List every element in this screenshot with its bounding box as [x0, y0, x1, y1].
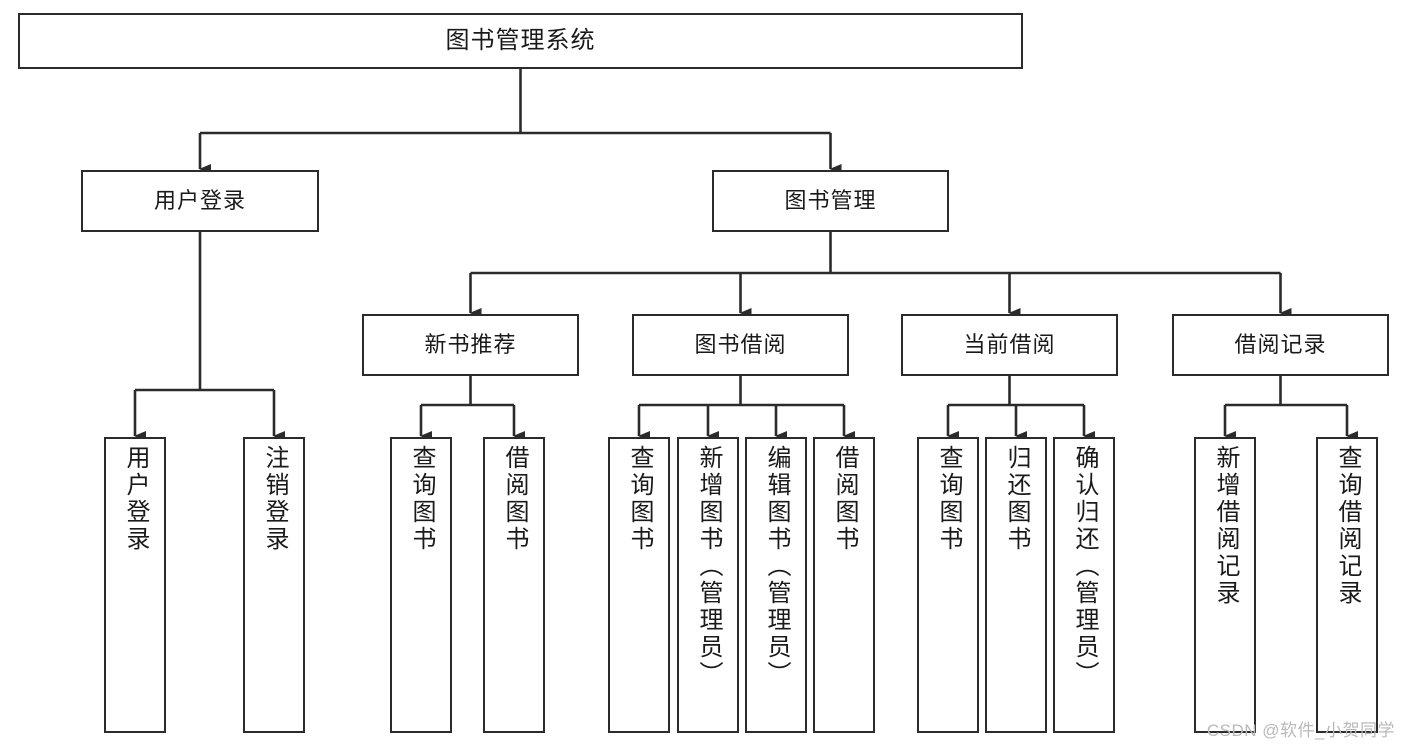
node-label: 当前借阅	[963, 332, 1056, 358]
node-leaf-edit-book[interactable]: 编辑图书（管理员）	[745, 437, 807, 733]
node-label: 新增图书（管理员）	[695, 445, 722, 688]
node-label: 用户登录	[122, 445, 149, 553]
node-label: 查询图书	[935, 445, 962, 553]
node-leaf-query-book-2[interactable]: 查询图书	[608, 437, 670, 733]
node-label: 图书借阅	[694, 332, 787, 358]
node-leaf-query-record[interactable]: 查询借阅记录	[1316, 437, 1378, 733]
node-label: 查询图书	[626, 445, 653, 553]
node-label: 编辑图书（管理员）	[763, 445, 790, 688]
node-label: 用户登录	[153, 188, 246, 214]
node-leaf-confirm-return[interactable]: 确认归还（管理员）	[1053, 437, 1115, 733]
node-label: 借阅图书	[501, 445, 528, 553]
node-label: 查询图书	[408, 445, 435, 553]
node-leaf-add-book[interactable]: 新增图书（管理员）	[677, 437, 739, 733]
connector-lines	[133, 69, 1358, 441]
node-leaf-user-login[interactable]: 用户登录	[104, 437, 166, 733]
node-leaf-borrow-book-2[interactable]: 借阅图书	[813, 437, 875, 733]
node-borrow-record[interactable]: 借阅记录	[1172, 314, 1389, 376]
node-book-borrow[interactable]: 图书借阅	[632, 314, 849, 376]
node-root[interactable]: 图书管理系统	[18, 13, 1023, 69]
node-leaf-add-record[interactable]: 新增借阅记录	[1194, 437, 1256, 733]
node-leaf-query-book-3[interactable]: 查询图书	[917, 437, 979, 733]
node-label: 新增借阅记录	[1212, 445, 1239, 607]
node-leaf-return-book[interactable]: 归还图书	[985, 437, 1047, 733]
node-new-book-rec[interactable]: 新书推荐	[362, 314, 579, 376]
node-label: 确认归还（管理员）	[1071, 445, 1098, 688]
node-label: 图书管理	[784, 188, 877, 214]
node-label: 归还图书	[1003, 445, 1030, 553]
node-label: 注销登录	[261, 445, 288, 553]
node-label: 查询借阅记录	[1334, 445, 1361, 607]
node-label: 图书管理系统	[445, 27, 596, 55]
node-book-manage[interactable]: 图书管理	[712, 170, 949, 232]
node-label: 借阅图书	[831, 445, 858, 553]
node-leaf-borrow-book-1[interactable]: 借阅图书	[483, 437, 545, 733]
node-current-borrow[interactable]: 当前借阅	[901, 314, 1118, 376]
node-user-login[interactable]: 用户登录	[81, 170, 319, 232]
node-label: 借阅记录	[1234, 332, 1327, 358]
node-label: 新书推荐	[424, 332, 517, 358]
node-leaf-query-book-1[interactable]: 查询图书	[390, 437, 452, 733]
node-leaf-logout[interactable]: 注销登录	[243, 437, 305, 733]
